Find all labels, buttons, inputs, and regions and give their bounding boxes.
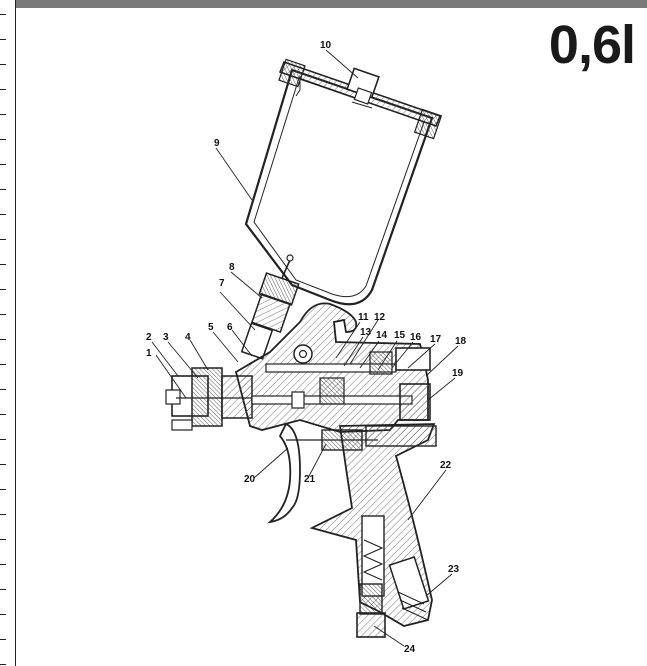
callout-10: 10 (320, 40, 332, 51)
callout-labels: 1 2 3 4 5 6 7 8 9 10 11 12 13 14 15 16 1… (146, 40, 467, 655)
ruler-tick (0, 589, 6, 590)
ruler-tick (0, 264, 6, 265)
capacity-title: 0,6l (548, 15, 636, 75)
ruler-tick (0, 639, 6, 640)
callout-18: 18 (455, 336, 467, 347)
callout-11: 11 (358, 312, 369, 323)
ruler-tick (0, 89, 6, 90)
ruler-tick (0, 464, 6, 465)
nozzle-air-cap (165, 367, 253, 431)
callout-4: 4 (185, 332, 191, 343)
ruler-tick (0, 139, 6, 140)
ruler-tick (0, 414, 6, 415)
callout-12: 12 (374, 312, 386, 323)
ruler-tick (0, 539, 6, 540)
paint-cup (244, 68, 434, 306)
cup-neck-connector (240, 254, 300, 360)
ruler-tick (0, 339, 6, 340)
ruler-tick (0, 439, 6, 440)
air-valve (321, 425, 437, 451)
ruler-tick (0, 164, 6, 165)
callout-9: 9 (214, 138, 220, 149)
callout-23: 23 (448, 564, 460, 575)
callout-20: 20 (244, 474, 256, 485)
ruler-tick (0, 564, 6, 565)
callout-3: 3 (163, 332, 169, 343)
ruler-tick (0, 614, 6, 615)
callout-8: 8 (229, 262, 235, 273)
ruler-tick (0, 189, 6, 190)
left-frame-ruler (0, 0, 16, 666)
air-inlet-fitting (356, 583, 386, 638)
ruler-tick (0, 389, 6, 390)
fluid-adjustment-knob (395, 347, 431, 421)
ruler-tick (0, 214, 6, 215)
ruler-tick (0, 489, 6, 490)
callout-leaders (151, 49, 459, 647)
ruler-tick (0, 664, 6, 665)
top-frame-bar (0, 0, 647, 8)
ruler-tick (0, 39, 6, 40)
ruler-tick (0, 314, 6, 315)
callout-2: 2 (146, 332, 152, 343)
ruler-tick (0, 239, 6, 240)
callout-6: 6 (227, 322, 233, 333)
callout-17: 17 (430, 334, 442, 345)
callout-5: 5 (208, 322, 214, 333)
callout-24: 24 (404, 644, 416, 655)
ruler-tick (0, 364, 6, 365)
gun-handle (309, 423, 436, 627)
callout-14: 14 (376, 330, 388, 341)
ruler-tick (0, 114, 6, 115)
callout-22: 22 (440, 460, 452, 471)
ruler-tick (0, 64, 6, 65)
callout-21: 21 (304, 474, 316, 485)
callout-7: 7 (219, 278, 225, 289)
callout-1: 1 (146, 348, 152, 359)
callout-19: 19 (452, 368, 464, 379)
ruler-tick (0, 14, 6, 15)
callout-16: 16 (410, 332, 422, 343)
ruler-tick (0, 289, 6, 290)
ruler-tick (0, 514, 6, 515)
callout-13: 13 (360, 327, 372, 338)
callout-15: 15 (394, 330, 406, 341)
